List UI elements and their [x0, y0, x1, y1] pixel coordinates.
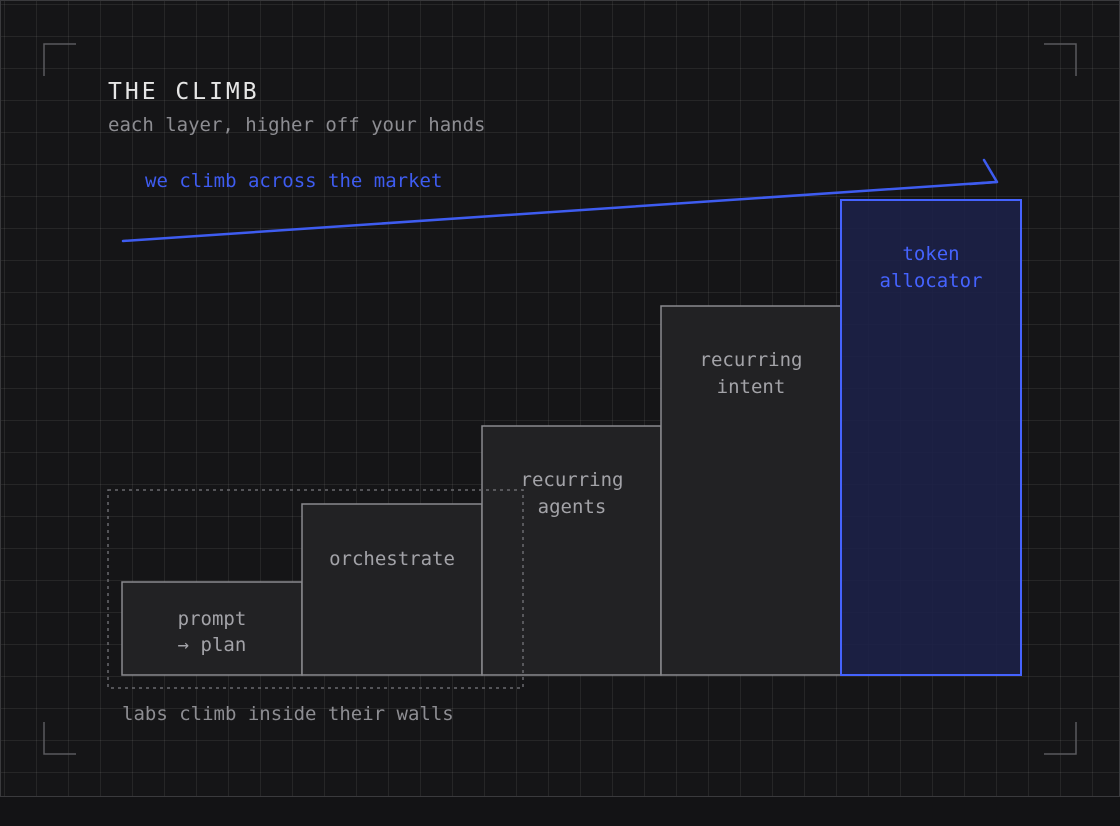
step-prompt-plan	[121, 581, 303, 676]
bottom-strip	[0, 797, 1120, 826]
steps	[121, 199, 1022, 676]
diagram-subtitle: each layer, higher off your hands	[108, 114, 486, 136]
diagram-title: THE CLIMB	[108, 79, 260, 105]
climb-diagram: THE CLIMB each layer, higher off your ha…	[43, 43, 1077, 755]
labs-walls-box	[107, 489, 524, 689]
market-arrow-label: we climb across the market	[145, 170, 442, 192]
step-label-recurring-intent-2: intent	[717, 376, 786, 398]
corner-bracket-bottom-left	[43, 722, 76, 755]
corner-bracket-top-left	[43, 43, 76, 76]
market-arrow-head	[968, 158, 999, 186]
step-label-recurring-intent-1: recurring	[700, 349, 803, 371]
step-label-prompt: prompt	[178, 608, 247, 630]
corner-brackets	[43, 43, 1077, 755]
step-label-orchestrate: orchestrate	[329, 548, 455, 570]
corner-bracket-bottom-right	[1044, 722, 1077, 755]
step-orchestrate	[301, 503, 483, 676]
corner-bracket-top-right	[1044, 43, 1077, 76]
step-recurring-agents	[481, 425, 662, 676]
market-arrow-line	[121, 180, 998, 243]
step-label-plan: → plan	[178, 634, 247, 656]
step-label-allocator: allocator	[880, 270, 983, 292]
step-token-allocator	[840, 199, 1022, 676]
step-recurring-intent	[660, 305, 842, 676]
step-label-recurring-agents-2: agents	[538, 496, 607, 518]
market-arrow	[121, 158, 999, 243]
step-labels: prompt → plan orchestrate recurring agen…	[178, 243, 983, 656]
step-label-token: token	[902, 243, 959, 265]
step-label-recurring-agents-1: recurring	[521, 469, 624, 491]
labs-walls-label: labs climb inside their walls	[122, 703, 454, 725]
